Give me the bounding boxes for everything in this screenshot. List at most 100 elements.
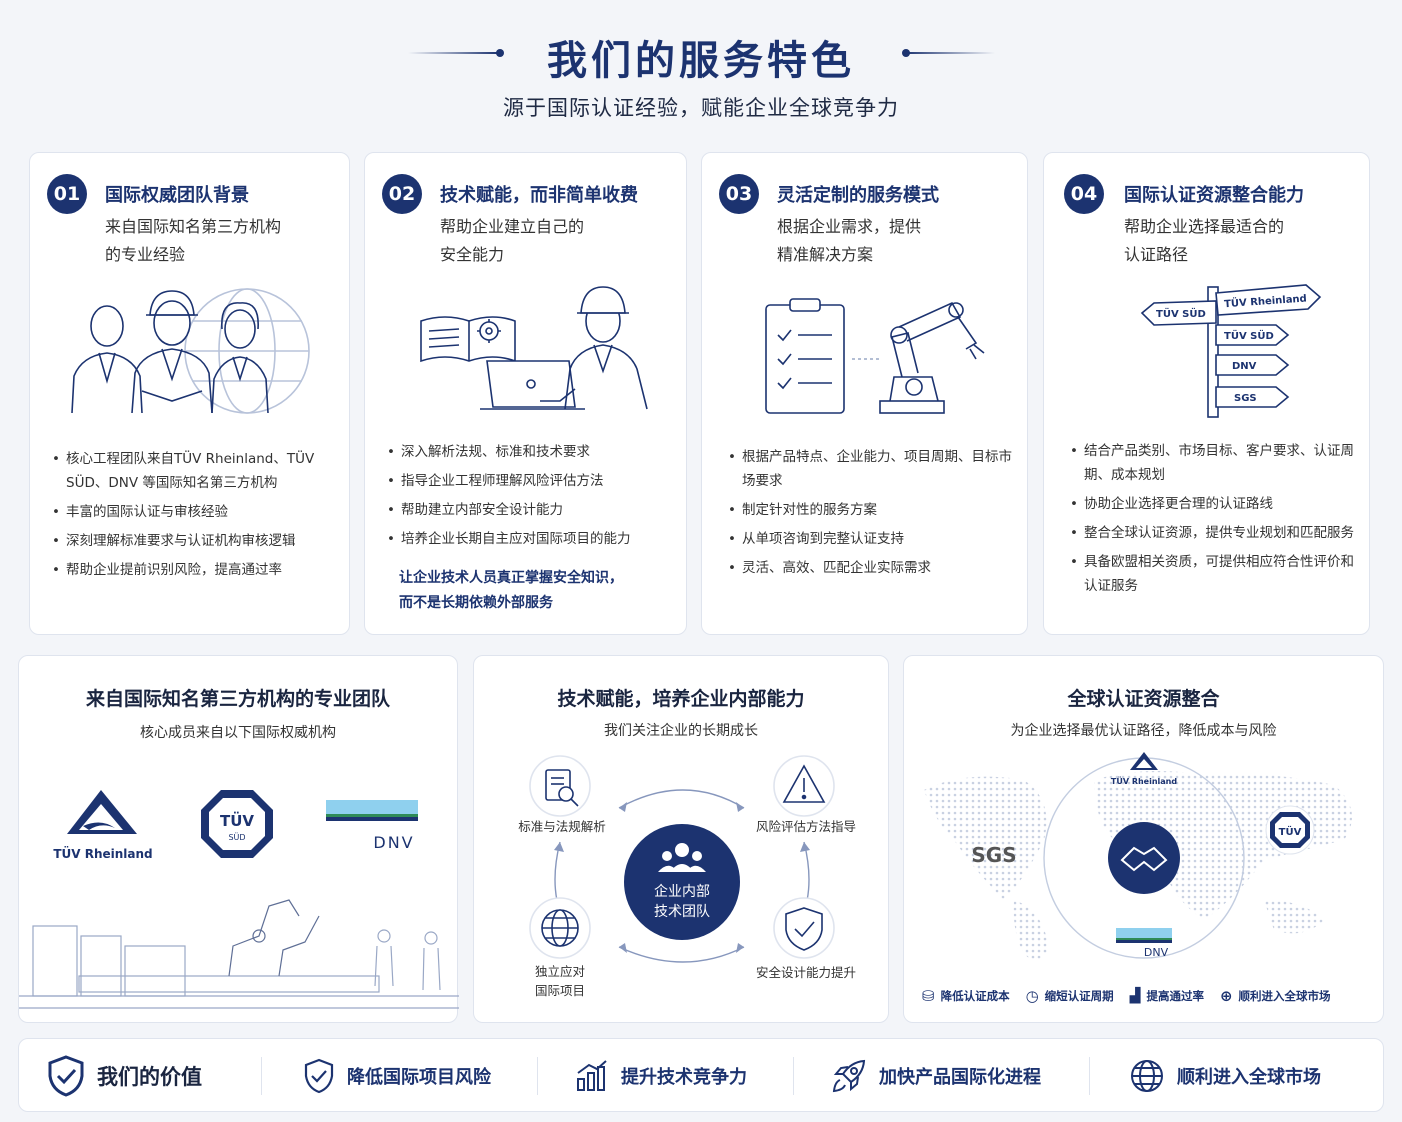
signpost-icon: TÜV SÜD TÜV Rheinland TÜV SÜD DNV SGS bbox=[1140, 284, 1322, 418]
benefit-label: 顺利进入全球市场 bbox=[1238, 989, 1331, 1003]
sign-label: TÜV SÜD bbox=[1224, 328, 1274, 342]
globe-icon bbox=[1131, 1060, 1163, 1092]
feature-bullets: 根据产品特点、企业能力、项目周期、目标市场要求 制定针对性的服务方案 从单项咨询… bbox=[728, 445, 1018, 585]
global-panel: 全球认证资源整合 为企业选择最优认证路径，降低成本与风险 TÜV Rheinla… bbox=[903, 655, 1384, 1023]
team-panel: 来自国际知名第三方机构的专业团队 核心成员来自以下国际权威机构 TÜV Rhei… bbox=[18, 655, 459, 1023]
feature-card-4: 04 国际认证资源整合能力 帮助企业选择最适合的认证路径 TÜV SÜD TÜV… bbox=[1043, 152, 1370, 635]
node-label: 风险评估方法指导 bbox=[755, 819, 856, 834]
sign-label: SGS bbox=[1234, 393, 1257, 404]
feature-card-1: 01 国际权威团队背景 来自国际知名第三方机构的专业经验 bbox=[29, 152, 350, 635]
list-item: 深入解析法规、标准和技术要求 bbox=[387, 440, 677, 464]
tuv-sud-logo: TÜV SÜD bbox=[201, 790, 273, 858]
value-title: 我们的价值 bbox=[47, 1039, 202, 1113]
value-label: 提升技术竞争力 bbox=[621, 1067, 747, 1088]
shield-check-icon bbox=[304, 1058, 334, 1094]
node-label: 独立应对国际项目 bbox=[534, 964, 585, 998]
value-item: 加快产品国际化进程 bbox=[831, 1039, 1041, 1113]
factory-illustration bbox=[19, 899, 459, 1009]
feature-desc: 帮助企业选择最适合的认证路径 bbox=[1124, 217, 1285, 264]
value-item: 提升技术竞争力 bbox=[575, 1039, 747, 1113]
list-item: 指导企业工程师理解风险评估方法 bbox=[387, 469, 677, 493]
list-item: 深刻理解标准要求与认证机构审核逻辑 bbox=[52, 529, 342, 553]
feature-desc: 根据企业需求，提供精准解决方案 bbox=[777, 217, 922, 264]
page-subtitle: 源于国际认证经验，赋能企业全球竞争力 bbox=[503, 96, 899, 120]
sign-label: DNV bbox=[1232, 361, 1257, 372]
feature-number: 02 bbox=[382, 174, 422, 214]
engineer-laptop-icon bbox=[420, 286, 648, 410]
feature-desc: 帮助企业建立自己的安全能力 bbox=[440, 217, 585, 264]
logo-text: TÜV bbox=[220, 811, 254, 830]
feature-bullets: 核心工程团队来自TÜV Rheinland、TÜV SÜD、DNV 等国际知名第… bbox=[52, 447, 342, 587]
list-item: 结合产品类别、市场目标、客户要求、认证周期、成本规划 bbox=[1070, 439, 1360, 487]
panel-subtitle: 我们关注企业的长期成长 bbox=[604, 723, 758, 739]
list-item: 核心工程团队来自TÜV Rheinland、TÜV SÜD、DNV 等国际知名第… bbox=[52, 447, 342, 495]
list-item: 整合全球认证资源，提供专业规划和匹配服务 bbox=[1070, 521, 1360, 545]
feature-bullets: 深入解析法规、标准和技术要求 指导企业工程师理解风险评估方法 帮助建立内部安全设… bbox=[387, 440, 677, 556]
clock-icon: ◷ bbox=[1025, 987, 1039, 1005]
tuv-rheinland-logo: TÜV Rheinland bbox=[53, 790, 153, 861]
list-item: 协助企业选择更合理的认证路线 bbox=[1070, 492, 1360, 516]
logo-text: DNV bbox=[373, 833, 414, 852]
center-label: 企业内部 bbox=[654, 883, 710, 900]
feature-bullets: 结合产品类别、市场目标、客户要求、认证周期、成本规划 协助企业选择更合理的认证路… bbox=[1070, 439, 1360, 603]
value-item: 降低国际项目风险 bbox=[303, 1039, 491, 1113]
header-dot-left bbox=[496, 49, 504, 57]
logo-text: TÜV Rheinland bbox=[1111, 776, 1177, 786]
world-map-illustration: TÜV Rheinland SGS TÜV DNV bbox=[924, 752, 1352, 960]
list-item: 培养企业长期自主应对国际项目的能力 bbox=[387, 527, 677, 551]
feature-number: 01 bbox=[47, 174, 87, 214]
benefit-label: 降低认证成本 bbox=[940, 989, 1010, 1003]
feature-desc: 来自国际知名第三方机构的专业经验 bbox=[105, 217, 282, 264]
logo-text: TÜV Rheinland bbox=[53, 846, 152, 861]
panel-subtitle: 核心成员来自以下国际权威机构 bbox=[140, 725, 336, 741]
feature-title: 国际权威团队背景 bbox=[105, 185, 249, 206]
rocket-icon bbox=[832, 1059, 866, 1093]
benefit-label: 提高通过率 bbox=[1146, 989, 1204, 1003]
node-label: 安全设计能力提升 bbox=[755, 965, 856, 980]
divider bbox=[793, 1057, 794, 1095]
divider bbox=[1089, 1057, 1090, 1095]
logo-text: DNV bbox=[1144, 946, 1169, 959]
divider bbox=[261, 1057, 262, 1095]
coins-icon: ⛁ bbox=[922, 987, 935, 1005]
panel-title: 技术赋能，培养企业内部能力 bbox=[557, 688, 805, 710]
header-line-right bbox=[905, 52, 995, 54]
list-item: 灵活、高效、匹配企业实际需求 bbox=[728, 556, 1018, 580]
value-title-label: 我们的价值 bbox=[97, 1065, 202, 1089]
list-item: 制定针对性的服务方案 bbox=[728, 498, 1018, 522]
checklist-robot-icon bbox=[765, 298, 985, 414]
value-item: 顺利进入全球市场 bbox=[1129, 1039, 1321, 1113]
benefit-row: ⛁ 降低认证成本 ◷ 缩短认证周期 ▟ 提高通过率 ⊕ 顺利进入全球市场 bbox=[922, 984, 1382, 1008]
header-line-left bbox=[408, 52, 498, 54]
center-label: 技术团队 bbox=[654, 904, 710, 920]
benefit-label: 缩短认证周期 bbox=[1044, 989, 1114, 1003]
value-label: 顺利进入全球市场 bbox=[1177, 1067, 1321, 1088]
logo-text: SGS bbox=[971, 843, 1016, 867]
shield-check-icon bbox=[48, 1055, 84, 1097]
list-item: 丰富的国际认证与审核经验 bbox=[52, 500, 342, 524]
list-item: 根据产品特点、企业能力、项目周期、目标市场要求 bbox=[728, 445, 1018, 493]
value-label: 加快产品国际化进程 bbox=[879, 1067, 1041, 1088]
feature-number: 04 bbox=[1064, 174, 1104, 214]
feature-number: 03 bbox=[719, 174, 759, 214]
sign-label: TÜV SÜD bbox=[1156, 306, 1206, 320]
logo-text: SÜD bbox=[228, 832, 245, 842]
value-label: 降低国际项目风险 bbox=[347, 1067, 491, 1088]
panel-title: 来自国际知名第三方机构的专业团队 bbox=[85, 688, 390, 710]
capability-cycle-diagram: 企业内部 技术团队 bbox=[529, 755, 835, 963]
list-item: 帮助建立内部安全设计能力 bbox=[387, 498, 677, 522]
panel-subtitle: 为企业选择最优认证路径，降低成本与风险 bbox=[1010, 723, 1277, 739]
logo-text: TÜV bbox=[1279, 824, 1302, 838]
dnv-logo: DNV bbox=[326, 800, 418, 852]
feature-title: 灵活定制的服务模式 bbox=[777, 185, 939, 206]
globe-icon: ⊕ bbox=[1219, 987, 1233, 1005]
list-item: 帮助企业提前识别风险，提高通过率 bbox=[52, 558, 342, 582]
growth-chart-icon: ▟ bbox=[1129, 988, 1141, 1004]
feature-title: 技术赋能，而非简单收费 bbox=[440, 185, 638, 206]
value-bar: 我们的价值 降低国际项目风险 提升技术竞争力 加快产品国际化进程 bbox=[18, 1038, 1384, 1112]
team-icon bbox=[71, 288, 310, 414]
feature-highlight: 让企业技术人员真正掌握安全知识，而不是长期依赖外部服务 bbox=[399, 570, 623, 611]
panel-title: 全球认证资源整合 bbox=[1067, 688, 1220, 710]
